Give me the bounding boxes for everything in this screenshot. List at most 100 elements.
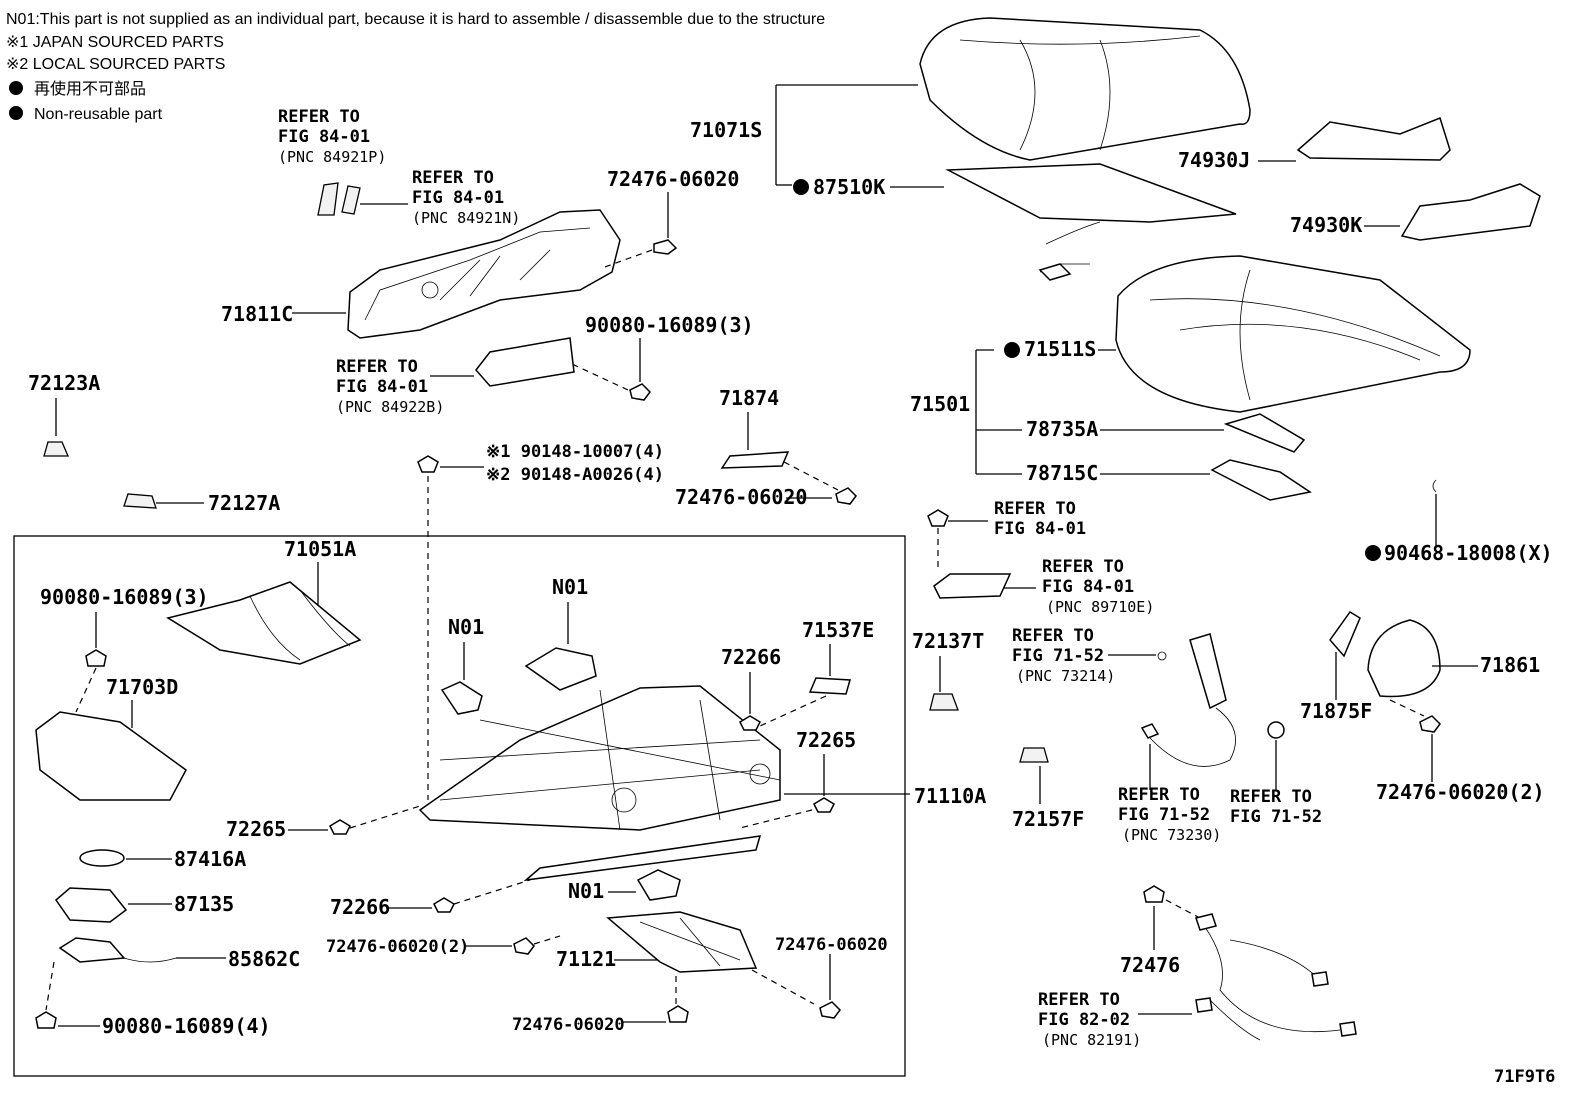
dashed-leader bbox=[759, 695, 827, 727]
ref-82191: REFER TO FIG 82-02 (PNC 82191) bbox=[1038, 990, 1141, 1049]
power-seat-switch-84922b bbox=[475, 337, 575, 387]
label-90148-10007: ※1 90148-10007(4) bbox=[486, 442, 664, 462]
dashed-leader bbox=[571, 363, 629, 391]
seat-side-shield-71811c bbox=[347, 209, 621, 339]
label-71811c: 71811C bbox=[221, 302, 293, 326]
label-72266: 72266 bbox=[721, 645, 781, 669]
ref-pnc: (PNC 82191) bbox=[1042, 1031, 1141, 1049]
ref-line-1: REFER TO bbox=[1230, 787, 1312, 807]
seatbelt-buckle-icon bbox=[1189, 633, 1227, 710]
ref-line-1: REFER TO bbox=[1038, 990, 1120, 1010]
label-71875f: 71875F bbox=[1300, 699, 1372, 723]
ref-line-2: FIG 84-01 bbox=[278, 127, 370, 147]
label-72476-06020-2: 72476-06020(2) bbox=[1376, 780, 1545, 804]
bolt-icon bbox=[927, 509, 949, 527]
dashed-leader bbox=[45, 961, 55, 1011]
label-71121: 71121 bbox=[556, 947, 616, 971]
ref-line-1: REFER TO bbox=[278, 107, 360, 127]
ref-line-1: REFER TO bbox=[1012, 626, 1094, 646]
label-78735a: 78735A bbox=[1026, 417, 1098, 441]
ref-line-1: REFER TO bbox=[994, 499, 1076, 519]
ecu-89710e-icon bbox=[933, 573, 1012, 599]
ref-line-1: REFER TO bbox=[336, 357, 418, 377]
clip-72157f-icon bbox=[1019, 747, 1049, 763]
motor-icon bbox=[636, 869, 681, 901]
label-78715c: 78715C bbox=[1026, 461, 1098, 485]
bracket-detail bbox=[639, 917, 741, 967]
ref-line-2: FIG 84-01 bbox=[1042, 577, 1134, 597]
adjuster-detail bbox=[439, 689, 781, 831]
ring-87416a-icon bbox=[79, 849, 125, 867]
ref-line-2: FIG 82-02 bbox=[1038, 1010, 1130, 1030]
frame-detail bbox=[249, 589, 351, 661]
duct-85862c-icon bbox=[58, 937, 126, 963]
dashed-leader bbox=[601, 249, 653, 269]
seat-cushion-pad-71511s bbox=[1115, 255, 1471, 413]
harness-connector-icon bbox=[1195, 913, 1357, 1037]
ref-73230: REFER TO FIG 71-52 (PNC 73230) bbox=[1118, 785, 1221, 844]
cushion-detail bbox=[1149, 269, 1441, 401]
ref-line-1: REFER TO bbox=[1042, 557, 1124, 577]
dashed-leader bbox=[533, 935, 561, 945]
ref-line-1: REFER TO bbox=[412, 168, 494, 188]
ref-pnc: (PNC 84922B) bbox=[336, 398, 444, 416]
heater-connector-icon bbox=[1038, 263, 1072, 281]
label-71861: 71861 bbox=[1480, 653, 1540, 677]
clip-72127a-icon bbox=[123, 493, 157, 509]
motor-icon bbox=[440, 681, 483, 715]
label-71874: 71874 bbox=[719, 386, 779, 410]
ref-line-1: REFER TO bbox=[1118, 785, 1200, 805]
label-71051a: 71051A bbox=[284, 537, 356, 561]
note-local-sourced: ※2 LOCAL SOURCED PARTS bbox=[6, 56, 225, 73]
ref-89710e: REFER TO FIG 84-01 (PNC 89710E) bbox=[1042, 557, 1154, 616]
duct-wire bbox=[123, 957, 177, 963]
ref-pnc: (PNC 73230) bbox=[1122, 826, 1221, 844]
dashed-leader bbox=[453, 879, 531, 905]
screw-icon bbox=[35, 1011, 57, 1029]
seat-pan-shield-71703d bbox=[35, 711, 187, 801]
wire-frame-74930j bbox=[1296, 117, 1451, 161]
ref-pnc: (PNC 73214) bbox=[1016, 667, 1115, 685]
adjuster-pivot bbox=[749, 763, 771, 785]
cover-seam bbox=[959, 35, 1201, 151]
screw-icon bbox=[835, 487, 857, 505]
dashed-leader bbox=[1389, 699, 1425, 717]
ref-pnc: (PNC 84921N) bbox=[412, 209, 520, 227]
label-72476-06020: 72476-06020 bbox=[675, 485, 807, 509]
ref-fig-84-01: REFER TO FIG 84-01 bbox=[994, 499, 1086, 539]
label-72265: 72265 bbox=[796, 728, 856, 752]
label-90148-a0026: ※2 90148-A0026(4) bbox=[486, 465, 664, 485]
wire-frame-74930k bbox=[1400, 183, 1541, 241]
label-72137t: 72137T bbox=[912, 629, 984, 653]
dashed-leader bbox=[751, 969, 815, 1005]
ref-line-2: FIG 71-52 bbox=[1012, 646, 1104, 666]
label-74930j: 74930J bbox=[1178, 148, 1250, 172]
clip-72265-icon bbox=[813, 797, 835, 813]
ref-pnc: (PNC 89710E) bbox=[1046, 598, 1154, 616]
nonreusable-dot-icon bbox=[9, 106, 23, 120]
label-90080-16089-3: 90080-16089(3) bbox=[40, 585, 209, 609]
label-71511s: 71511S bbox=[1024, 337, 1096, 361]
ref-73214: REFER TO FIG 71-52 (PNC 73214) bbox=[1012, 626, 1115, 685]
label-71501: 71501 bbox=[910, 392, 970, 416]
dashed-leader bbox=[75, 667, 97, 713]
screw-icon bbox=[667, 1005, 689, 1023]
buckle-wire bbox=[1149, 707, 1236, 767]
notes-block: N01:This part is not supplied as an indi… bbox=[6, 11, 825, 123]
ref-fig-71-52: REFER TO FIG 71-52 bbox=[1230, 787, 1322, 827]
clip-72137t-icon bbox=[929, 693, 959, 711]
label-87416a: 87416A bbox=[174, 847, 246, 871]
nonreusable-dot-icon bbox=[1365, 545, 1381, 561]
note-n01: N01:This part is not supplied as an indi… bbox=[6, 11, 825, 28]
label-90080-16089-3: 90080-16089(3) bbox=[585, 313, 754, 337]
seat-switch-knob-icon bbox=[317, 182, 339, 216]
label-72266: 72266 bbox=[330, 895, 390, 919]
nonreusable-dot-icon bbox=[1004, 342, 1020, 358]
label-72476-06020: 72476-06020 bbox=[607, 167, 739, 191]
hog-ring-icon bbox=[1432, 479, 1437, 493]
label-72476-06020-2: 72476-06020(2) bbox=[326, 937, 469, 957]
nonreusable-dot-icon bbox=[793, 179, 809, 195]
lower-rail-icon bbox=[523, 835, 762, 882]
screw-icon bbox=[513, 937, 535, 955]
